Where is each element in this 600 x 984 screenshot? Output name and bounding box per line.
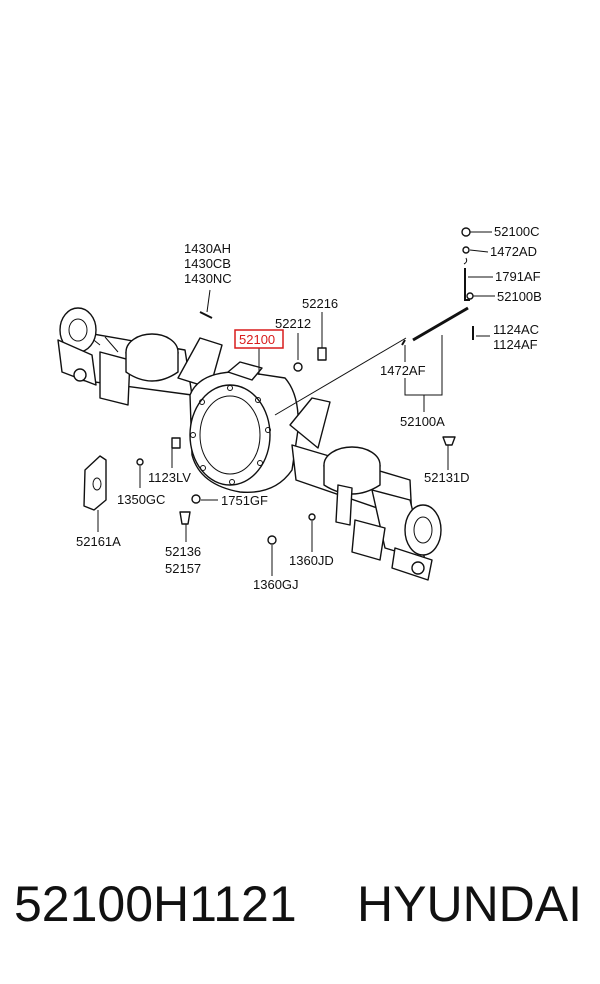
label-1124ac[interactable]: 1124AC [493,322,539,337]
label-52100[interactable]: 52100 [239,332,275,347]
highlight-box-52100 [234,329,284,349]
label-1430cb[interactable]: 1430CB [184,256,231,271]
label-1360gj[interactable]: 1360GJ [253,577,299,592]
label-52157[interactable]: 52157 [165,561,201,576]
label-1430nc[interactable]: 1430NC [184,271,232,286]
label-1360jd[interactable]: 1360JD [289,553,334,568]
label-1472af[interactable]: 1472AF [380,363,426,378]
label-52100c[interactable]: 52100C [494,224,540,239]
footer-caption: 52100H1121 HYUNDAI [0,875,600,945]
label-1472ad[interactable]: 1472AD [490,244,537,259]
label-1751gf[interactable]: 1751GF [221,493,268,508]
label-52136[interactable]: 52136 [165,544,201,559]
label-52216[interactable]: 52216 [302,296,338,311]
axle-housing-drawing [57,227,474,581]
label-1350gc[interactable]: 1350GC [117,492,165,507]
label-1124af[interactable]: 1124AF [493,337,538,352]
part-number-caption: 52100H1121 [14,876,297,932]
label-52131d[interactable]: 52131D [424,470,470,485]
label-52100b[interactable]: 52100B [497,289,542,304]
leader-lines [97,231,495,576]
label-1430ah[interactable]: 1430AH [184,241,231,256]
label-1123lv[interactable]: 1123LV [148,470,191,485]
brand-caption: HYUNDAI [357,876,583,932]
label-1791af[interactable]: 1791AF [495,269,541,284]
part-labels: 1430AH 1430CB 1430NC 52216 52212 52100 5… [76,224,542,592]
label-52100a[interactable]: 52100A [400,414,445,429]
label-52212[interactable]: 52212 [275,316,311,331]
label-52161a[interactable]: 52161A [76,534,121,549]
